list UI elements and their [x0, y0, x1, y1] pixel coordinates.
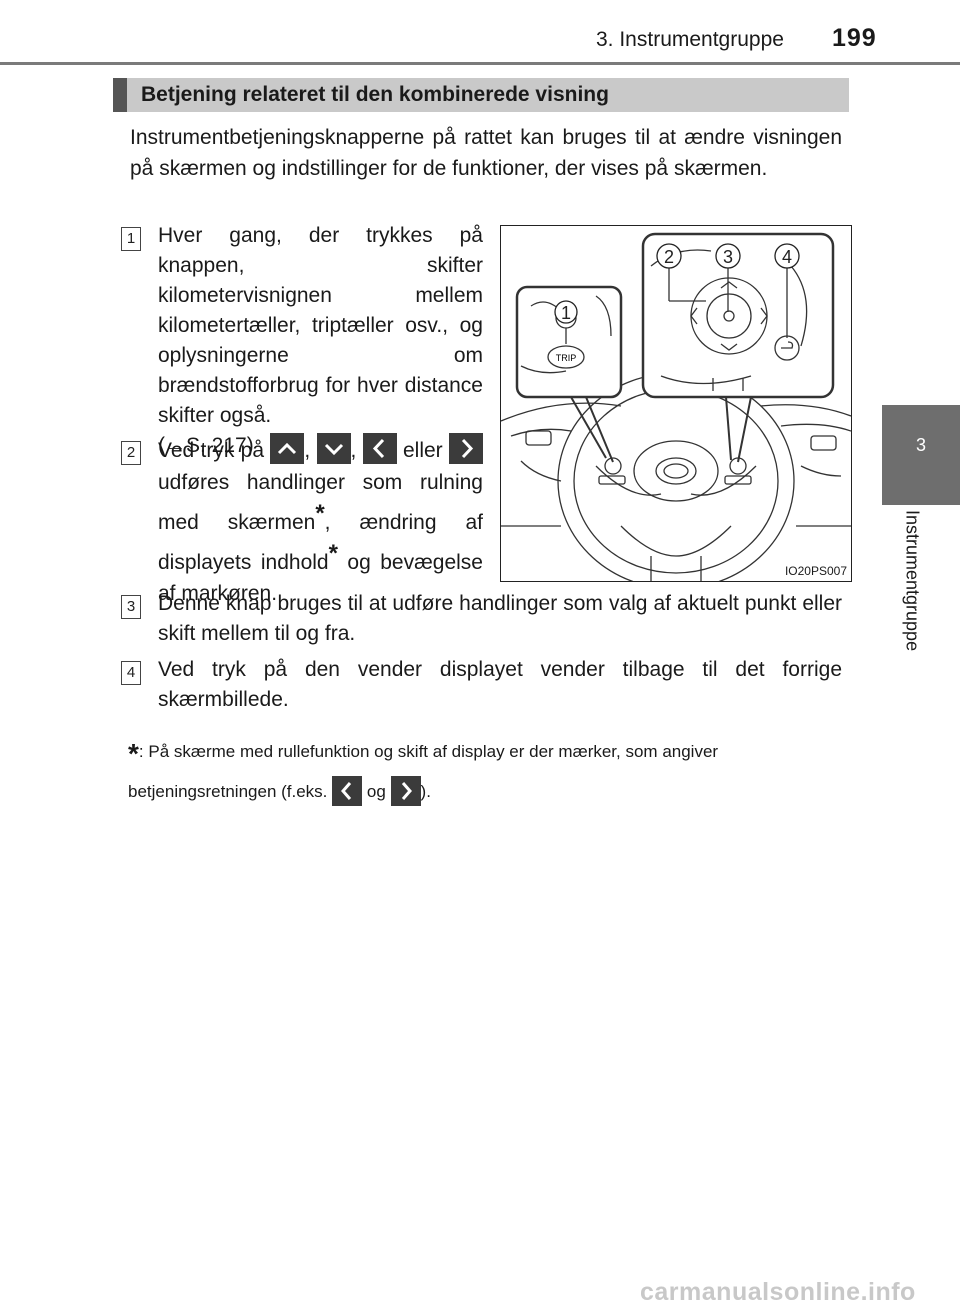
- item-2: Ved tryk på , , eller udføres handlinger…: [158, 432, 483, 609]
- callout-1: 1: [561, 303, 571, 323]
- chevron-right-icon: [390, 775, 421, 806]
- item-1-text: Hver gang, der trykkes på knappen, skift…: [158, 224, 483, 427]
- header-rule: [0, 62, 960, 65]
- figure-caption: IO20PS007: [784, 564, 847, 578]
- item-3: Denne knap bruges til at udføre handling…: [158, 592, 842, 645]
- chapter-number: 3: [915, 435, 926, 455]
- chevron-left-icon: [362, 432, 397, 464]
- item-2-comma-1: ,: [304, 439, 311, 462]
- steering-wheel-illustration: TRIP 1 2 3 4: [500, 232, 852, 590]
- item-2-text-d: , ændring af displayets indhold: [158, 510, 483, 574]
- footnote-text-c: ).: [420, 782, 431, 801]
- callout-3: 3: [723, 247, 733, 267]
- chevron-right-icon: [448, 432, 483, 464]
- section-heading: Betjening relateret til den kombinerede …: [113, 78, 849, 112]
- footnote: *: På skærme med rullefunktion og skift …: [128, 728, 848, 812]
- intro-paragraph: Instrumentbetjeningsknapperne på rattet …: [130, 126, 842, 180]
- item-2-comma-2: ,: [350, 439, 357, 462]
- item-4: Ved tryk på den vender displayet vender …: [158, 658, 842, 711]
- footnote-text-a: : På skærme med rullefunktion og skift a…: [128, 742, 719, 801]
- chapter-side-label: Instrumentgruppe: [897, 510, 927, 660]
- chevron-left-icon: [332, 775, 363, 806]
- item-1-reference: (→S. 217): [158, 434, 254, 457]
- item-1: Hver gang, der trykkes på knappen, skift…: [158, 221, 483, 461]
- callout-2: 2: [664, 247, 674, 267]
- item-2-text-c: udføres handlinger som rulning med skærm…: [158, 470, 483, 534]
- steering-wheel-figure: TRIP 1 2 3 4 IO20PS007: [500, 225, 852, 590]
- item-3-number: 3: [121, 595, 141, 619]
- page-number: 199: [832, 24, 877, 52]
- footnote-star: *: [128, 738, 139, 769]
- item-2-text-e: og bevægelse af markøren.: [158, 550, 483, 605]
- chevron-down-icon: [316, 432, 351, 464]
- section-heading-text: Betjening relateret til den kombinerede …: [141, 83, 609, 106]
- watermark: carmanualsonline.info: [640, 1278, 916, 1306]
- item-2-text-a: Ved tryk på: [158, 439, 265, 462]
- chapter-side-label-text: Instrumentgruppe: [902, 510, 923, 652]
- chevron-up-icon: [270, 432, 305, 464]
- trip-button-label: TRIP: [556, 353, 577, 363]
- chapter-side-tab: 3: [882, 405, 960, 505]
- item-2-text-b: eller: [402, 439, 443, 462]
- footnote-marker: *: [328, 539, 338, 567]
- callout-4: 4: [782, 247, 792, 267]
- item-1-number: 1: [121, 227, 141, 251]
- chapter-title: 3. Instrumentgruppe: [596, 28, 784, 51]
- section-heading-accent: [113, 78, 127, 112]
- item-2-number: 2: [121, 441, 141, 465]
- footnote-marker: *: [315, 499, 325, 527]
- footnote-text-b: og: [366, 782, 386, 801]
- item-4-number: 4: [121, 661, 141, 685]
